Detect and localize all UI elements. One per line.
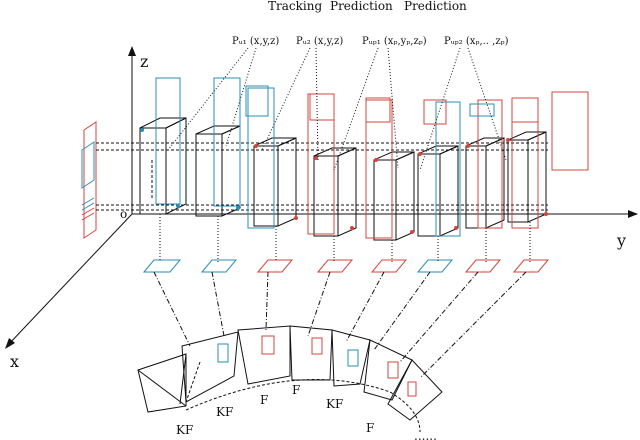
prediction-label-2: Prediction — [404, 0, 467, 13]
ellipsis-label: ...... — [414, 429, 437, 440]
camera-frame-f-2 — [289, 325, 333, 381]
frame-label-3: F — [260, 393, 268, 407]
origin-label: o — [120, 207, 127, 221]
axis-x-label: x — [10, 352, 19, 371]
frame-label-1: KF — [176, 423, 193, 437]
xz-projection-plane — [81, 121, 97, 239]
drop-lines — [159, 214, 531, 262]
frame-label-6: F — [366, 421, 374, 435]
box-7 — [465, 99, 505, 229]
box-6 — [417, 101, 461, 237]
axis-z-label: z — [140, 52, 148, 71]
camera-trajectory — [185, 379, 421, 433]
box-1 — [139, 77, 187, 215]
prediction-label-1: Prediction — [330, 0, 393, 13]
keypoints — [140, 128, 548, 234]
box-3 — [247, 87, 297, 229]
camera-frame-f-4 — [387, 359, 443, 421]
floor-projections — [142, 259, 550, 273]
axis-x — [5, 213, 133, 349]
point-label-pwp2: Pᵤₚ₂ (xₚ,.. ,zₚ) — [444, 36, 509, 47]
axis-y-label: y — [616, 231, 626, 250]
point-label-pwp1: Pᵤₚ₁ (xₚ,yₚ,zₚ) — [362, 36, 427, 47]
point-label-pw1: Pᵤ₁ (x,y,z) — [232, 36, 279, 47]
point-label-pw2: Pᵤ₂ (x,y,z) — [296, 36, 343, 47]
tracking-label: Tracking — [268, 0, 322, 13]
frame-label-2: KF — [216, 405, 233, 419]
camera-frame-f-3 — [363, 339, 413, 401]
label-rays — [167, 47, 507, 171]
frame-rays — [153, 271, 527, 379]
box-8 — [507, 97, 547, 229]
camera-frame-kf-3 — [331, 329, 371, 387]
camera-frame-kf-1 — [137, 353, 187, 413]
box-4 — [307, 93, 357, 237]
projection-lines — [96, 142, 548, 211]
axis-z — [128, 46, 136, 214]
camera-frame-kf-2 — [181, 331, 239, 403]
upper-planes — [245, 85, 589, 171]
axis-y — [132, 210, 638, 218]
frame-label-4: F — [292, 383, 300, 397]
box-2 — [195, 77, 241, 217]
frame-label-5: KF — [326, 397, 343, 411]
camera-frame-f-1 — [237, 325, 291, 385]
